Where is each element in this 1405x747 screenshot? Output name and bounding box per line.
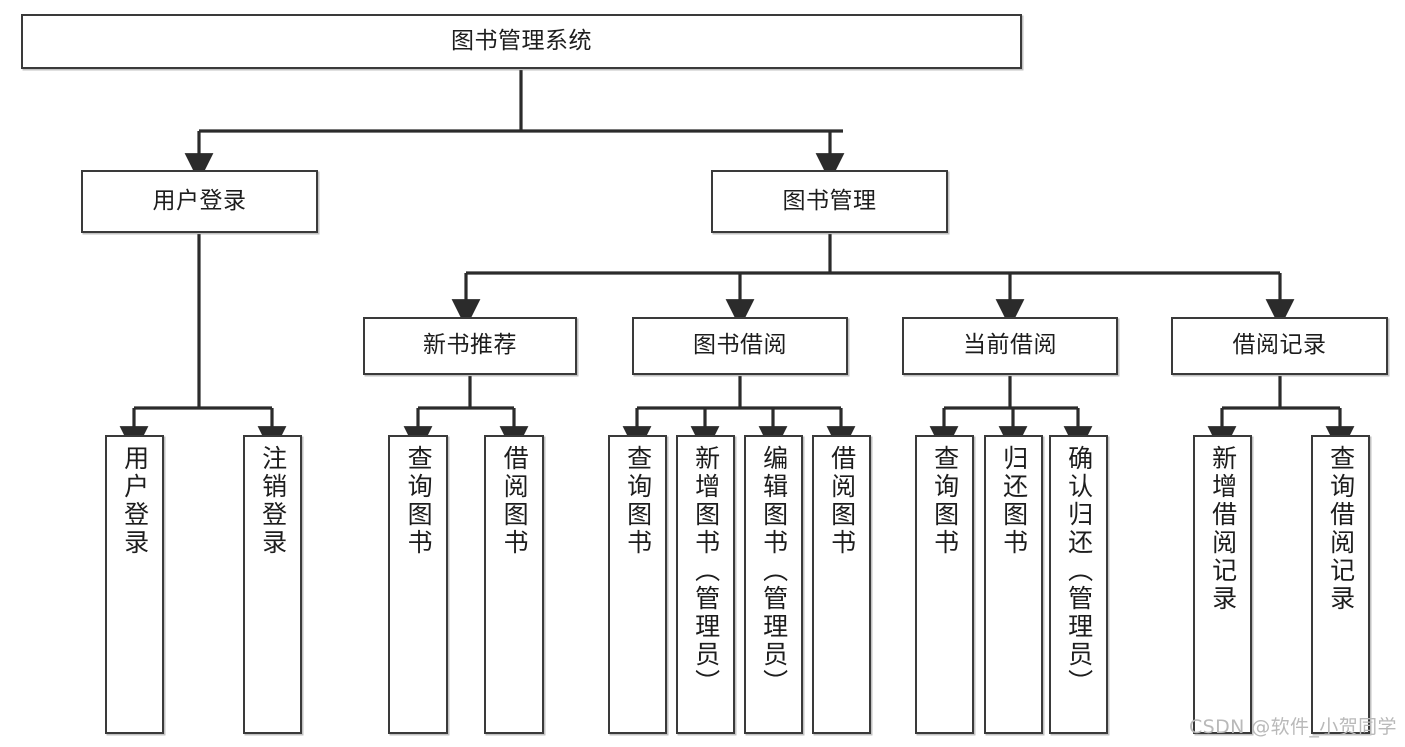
leaf-records-add[interactable]: 新增借阅记录 xyxy=(1193,435,1252,734)
node-root[interactable]: 图书管理系统 xyxy=(21,14,1022,69)
node-new-book-recommend[interactable]: 新书推荐 xyxy=(363,317,577,375)
csdn-watermark: CSDN @软件_小贺同学 xyxy=(1189,716,1397,738)
node-book-management-label: 图书管理 xyxy=(782,187,877,214)
leaf-current-return-book[interactable]: 归还图书 xyxy=(984,435,1043,734)
leaf-new-book-query-label: 查询图书 xyxy=(404,445,434,557)
leaf-new-book-query[interactable]: 查询图书 xyxy=(388,435,448,734)
leaf-new-book-borrow-label: 借阅图书 xyxy=(500,445,530,557)
leaf-borrow-edit-book-label: 编辑图书（管理员） xyxy=(759,445,789,697)
node-book-borrow[interactable]: 图书借阅 xyxy=(632,317,848,375)
node-current-borrow[interactable]: 当前借阅 xyxy=(902,317,1118,375)
leaf-records-add-label: 新增借阅记录 xyxy=(1208,445,1238,613)
leaf-new-book-borrow[interactable]: 借阅图书 xyxy=(484,435,544,734)
leaf-borrow-add-book-label: 新增图书（管理员） xyxy=(691,445,721,697)
leaf-user-login-signout[interactable]: 注销登录 xyxy=(243,435,302,734)
node-user-login[interactable]: 用户登录 xyxy=(81,170,318,233)
leaf-borrow-borrow-book[interactable]: 借阅图书 xyxy=(812,435,871,734)
leaf-borrow-edit-book[interactable]: 编辑图书（管理员） xyxy=(744,435,803,734)
leaf-borrow-query-book-label: 查询图书 xyxy=(623,445,653,557)
leaf-current-query-book[interactable]: 查询图书 xyxy=(915,435,974,734)
leaf-current-query-book-label: 查询图书 xyxy=(930,445,960,557)
leaf-user-login-signin-label: 用户登录 xyxy=(120,445,150,557)
leaf-borrow-borrow-book-label: 借阅图书 xyxy=(827,445,857,557)
leaf-records-query[interactable]: 查询借阅记录 xyxy=(1311,435,1370,734)
leaf-current-confirm-return-label: 确认归还（管理员） xyxy=(1064,445,1094,697)
node-new-book-recommend-label: 新书推荐 xyxy=(423,332,517,359)
node-book-borrow-label: 图书借阅 xyxy=(693,332,787,359)
leaf-current-return-book-label: 归还图书 xyxy=(999,445,1029,557)
leaf-records-query-label: 查询借阅记录 xyxy=(1326,445,1356,613)
leaf-current-confirm-return[interactable]: 确认归还（管理员） xyxy=(1049,435,1108,734)
node-current-borrow-label: 当前借阅 xyxy=(963,332,1057,359)
node-root-label: 图书管理系统 xyxy=(451,27,592,54)
node-borrow-records-label: 借阅记录 xyxy=(1232,332,1327,359)
leaf-borrow-query-book[interactable]: 查询图书 xyxy=(608,435,667,734)
node-user-login-label: 用户登录 xyxy=(152,187,247,214)
node-borrow-records[interactable]: 借阅记录 xyxy=(1171,317,1388,375)
leaf-user-login-signout-label: 注销登录 xyxy=(258,445,288,557)
leaf-user-login-signin[interactable]: 用户登录 xyxy=(105,435,164,734)
leaf-borrow-add-book[interactable]: 新增图书（管理员） xyxy=(676,435,735,734)
node-book-management[interactable]: 图书管理 xyxy=(711,170,948,233)
